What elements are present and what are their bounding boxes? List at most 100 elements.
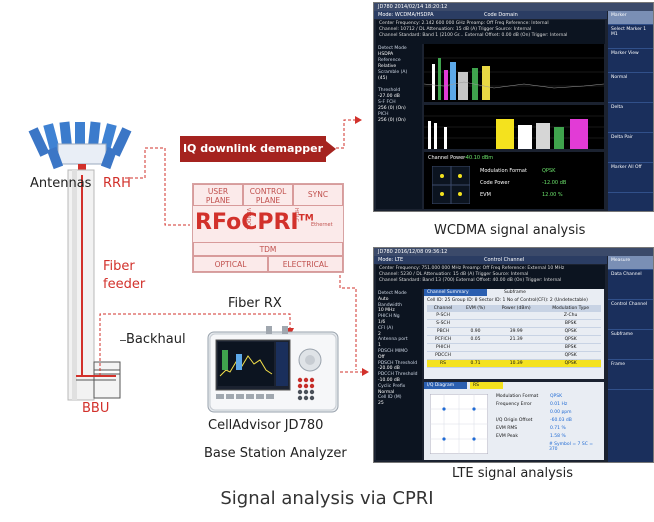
wcdma-code-domain-graph [423, 44, 605, 102]
fiber-feeder-label-2: feeder [103, 277, 146, 292]
table-cell: Z-Chu [540, 312, 601, 320]
iq-demapper-label: IQ downlink demapper [182, 142, 324, 155]
lte-iq-sub-tab[interactable]: RS [470, 382, 503, 389]
fiber-feeder-label-1: Fiber [103, 259, 135, 274]
lte-channel-summary: Channel Summary Subframe Cell ID: 25 Gro… [424, 289, 604, 379]
table-cell: P-SCH [427, 312, 460, 320]
wcdma-screen: JD780 2014/02/14 18:20:12 Mode: WCDMA/HS… [373, 2, 654, 212]
ethernet-label: Ethernet [311, 222, 333, 228]
measurement-value: QPSK [550, 394, 563, 399]
wcdma-metrics-panel: Channel Power -40.10 dBm Modulation Form… [424, 152, 604, 209]
measurement-label [496, 410, 550, 418]
backhaul-label: Backhaul [126, 332, 186, 347]
hdlc-label: HDLC [293, 208, 299, 222]
table-cell: BPSK [540, 343, 601, 352]
table-cell: PHICH [427, 343, 460, 352]
table-header: Modulation Type [552, 306, 590, 311]
table-header: EVM (%) [466, 306, 486, 311]
lte-menu-frame[interactable]: Frame [608, 360, 653, 390]
lte-menu-subframe[interactable]: Subframe [608, 330, 653, 360]
wcdma-modulation-value: QPSK [542, 168, 556, 174]
lte-title-bar: Mode: LTE Control Channel [374, 256, 607, 264]
lte-summary-tab[interactable]: Channel Summary [424, 289, 487, 296]
wcdma-menu-marker-all-off[interactable]: Marker All Off [608, 163, 653, 193]
table-cell: S-SCH [427, 319, 460, 328]
lte-menu-data-channel[interactable]: Data Channel [608, 270, 653, 300]
antenna-panels [28, 121, 132, 170]
table-cell [459, 351, 492, 360]
measurement-label: EVM RMS [496, 426, 518, 431]
lte-summary-header: Cell ID: 25 Group ID: 8 Sector ID: 1 No … [427, 298, 588, 303]
table-cell [491, 319, 541, 328]
iq-demapper-box: IQ downlink demapper [180, 136, 326, 162]
wcdma-menu-delta-pair[interactable]: Delta Pair [608, 133, 653, 163]
lte-subframe-tab[interactable]: Subframe [504, 290, 526, 295]
wcdma-code-power-graph [424, 105, 604, 149]
measurement-label: EVM Peak [496, 434, 518, 439]
table-cell [491, 343, 541, 352]
table-cell: QPSK [540, 351, 601, 360]
measurement-row: # Symbol = 7 SC = 370 [496, 442, 602, 452]
table-cell [459, 319, 492, 328]
wcdma-title-bar: Mode: WCDMA/HSDPA Code Domain [374, 11, 607, 19]
measurement-value: 1.58 % [550, 434, 566, 439]
wcdma-evm-label: EVM [480, 192, 491, 198]
wcdma-evm-value: 12.00 % [542, 192, 563, 198]
lte-iq-constellation [430, 394, 488, 454]
iq-arrow-tip [326, 141, 336, 157]
table-cell: 0.90 [459, 327, 492, 336]
sync-cell: SYNC [293, 184, 343, 206]
wcdma-top-bar: JD780 2014/02/14 18:20:12 [374, 3, 653, 11]
footer-caption: Signal analysis via CPRI [220, 488, 434, 509]
wcdma-menu-marker[interactable]: Marker [608, 11, 653, 25]
table-header: Power (dBm) [501, 306, 531, 311]
wcdma-channel-power-label: Channel Power [428, 155, 466, 161]
table-header: Channel [433, 306, 453, 311]
wcdma-menu-delta[interactable]: Delta [608, 103, 653, 133]
wcdma-code-power-label: Code Power [480, 180, 510, 186]
table-cell: 39.99 [491, 327, 541, 336]
wcdma-param-list: Detect Mode HSDPA Reference Relative Scr… [376, 44, 422, 209]
wcdma-channel-power-value: -40.10 dBm [464, 155, 494, 161]
table-row: PHICH BPSK [427, 343, 601, 352]
table-cell: QPSK [540, 359, 601, 368]
lte-channel-table: Channel EVM (%) Power (dBm) Modulation T… [427, 305, 601, 368]
wcdma-info-panel: Center Frequency: 2.142 600 000 GHz Prea… [376, 20, 605, 44]
wcdma-menu-marker-view[interactable]: Marker View [608, 49, 653, 73]
antennas-label: Antennas [30, 176, 92, 191]
lte-menu-measure[interactable]: Measure [608, 256, 653, 270]
device-sub-label: Base Station Analyzer [204, 446, 347, 461]
table-cell [491, 351, 541, 360]
bbu-label: BBU [82, 401, 110, 416]
measurement-row: I/Q Origin Offset-60.03 dB [496, 418, 602, 426]
vendor-label: VENDOR [245, 208, 251, 230]
antenna-tower [20, 100, 140, 430]
rfocpri-brand: RFoCPRITM [195, 210, 314, 235]
wcdma-menu-normal[interactable]: Normal [608, 73, 653, 103]
measurement-value: 0.01 Hz [550, 402, 568, 407]
lte-side-menu: Measure Data Channel Control Channel Sub… [608, 256, 653, 462]
lte-menu-control-channel[interactable]: Control Channel [608, 300, 653, 330]
table-cell: QPSK [540, 335, 601, 344]
device-name-label: CellAdvisor JD780 [208, 418, 324, 433]
lte-iq-tab[interactable]: I/Q Diagram [424, 382, 467, 389]
table-cell: 21.39 [491, 335, 541, 344]
wcdma-caption: WCDMA signal analysis [434, 223, 586, 238]
electrical-cell: ELECTRICAL [268, 256, 343, 272]
wcdma-code-power-value: -12.00 dB [542, 180, 567, 186]
